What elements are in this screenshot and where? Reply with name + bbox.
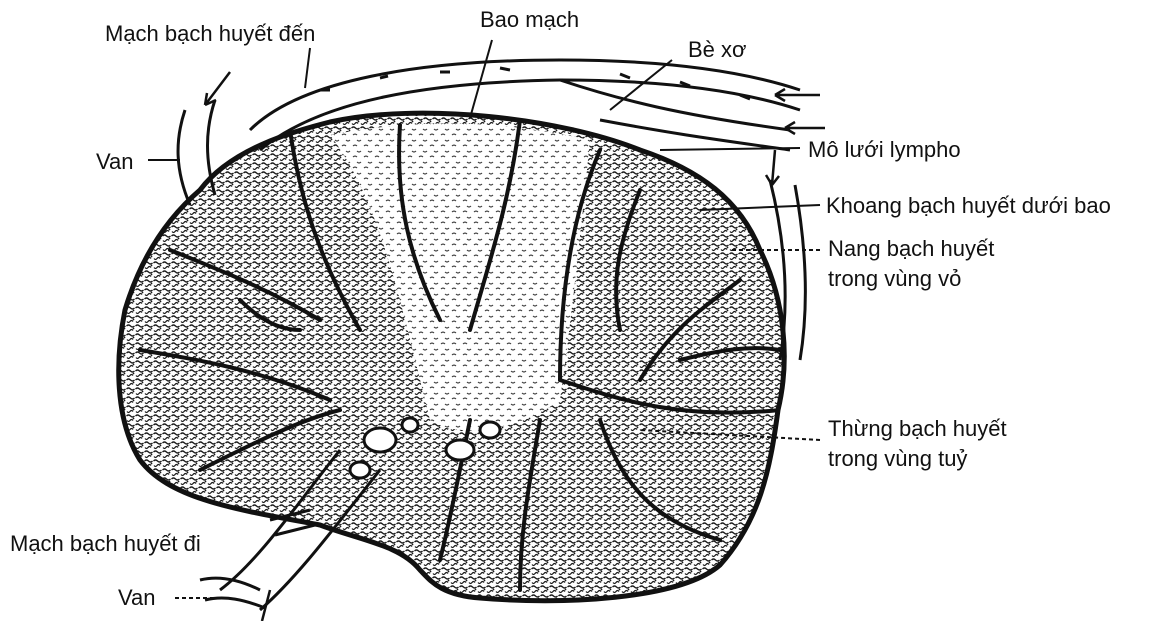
label-medullary-cord-line2: trong vùng tuỷ	[828, 444, 967, 474]
label-valve-bottom: Van	[118, 584, 156, 612]
label-efferent-vessel: Mạch bạch huyết đi	[10, 530, 201, 558]
label-valve-top: Van	[96, 148, 134, 176]
label-cortical-nodule-line1: Nang bạch huyết	[828, 234, 994, 264]
label-cortical-nodule-line2: trong vùng vỏ	[828, 264, 961, 294]
label-trabecula: Bè xơ	[688, 36, 746, 64]
label-capsule: Bao mạch	[480, 6, 579, 34]
label-reticular-tissue: Mô lưới lympho	[808, 136, 961, 164]
label-afferent-vessel: Mạch bạch huyết đến	[105, 20, 315, 48]
label-medullary-cord-line1: Thừng bạch huyết	[828, 414, 1007, 444]
label-subcapsular-sinus: Khoang bạch huyết dưới bao	[826, 192, 1111, 220]
